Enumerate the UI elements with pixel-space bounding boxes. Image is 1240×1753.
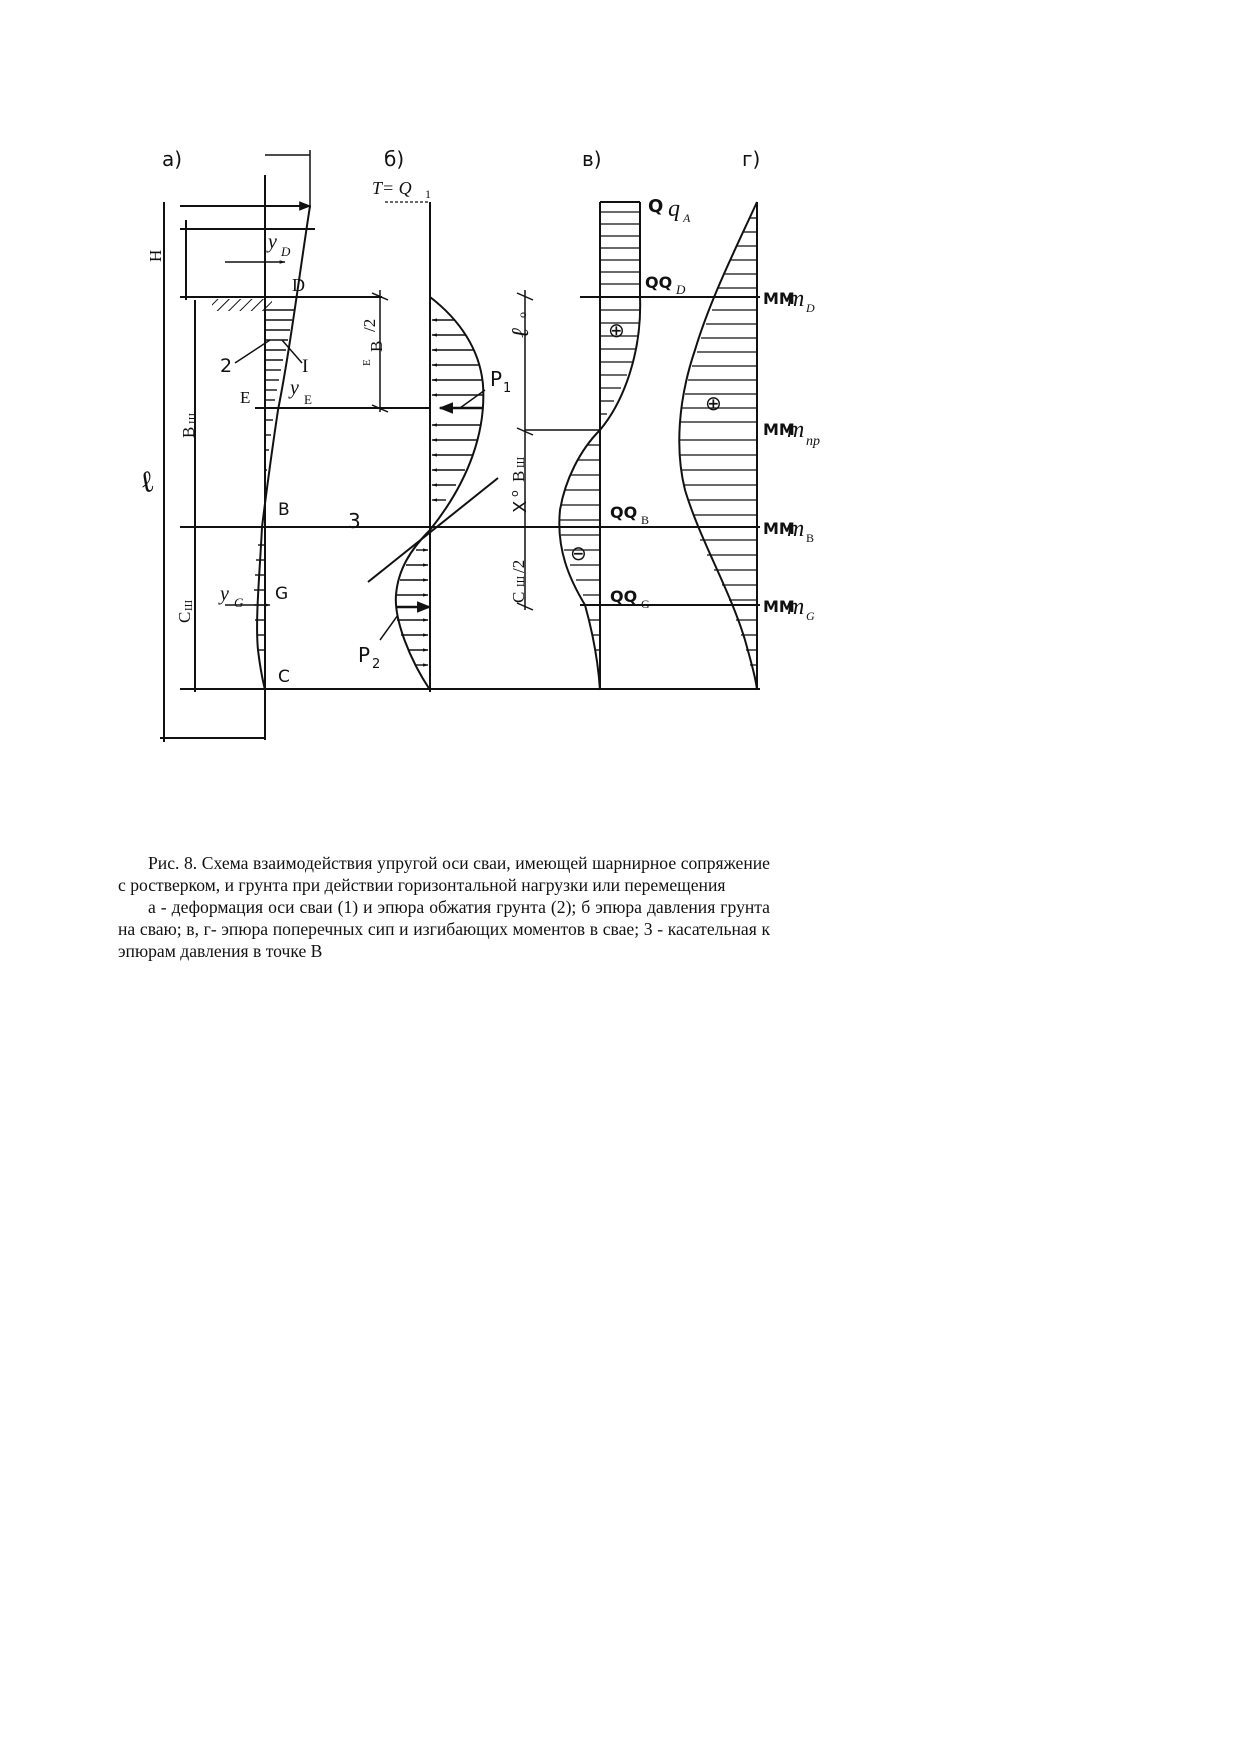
caption-title: Рис. 8. Схема взаимодействия упругой оси… (118, 853, 770, 895)
label-h: H (146, 250, 165, 262)
p1-leader (459, 389, 486, 409)
shear-minus-icon: ⊖ (570, 541, 587, 565)
p2-leader (379, 614, 399, 641)
label-be-sub: E (361, 359, 373, 366)
shear-curve (558, 296, 642, 691)
label-p2-sub: 2 (372, 657, 380, 672)
moment-hatch (679, 217, 757, 666)
figure-caption: Рис. 8. Схема взаимодействия упругой оси… (118, 852, 770, 962)
panel-g-labels: г) ⊕ MM m D MM m пр MM m B MM m G (705, 150, 820, 623)
label-l0-sub: o (515, 312, 529, 318)
label-point-e: E (240, 388, 250, 407)
label-mmg: MM (763, 597, 795, 616)
panel-v-labels: в) Q q A QQ D ⊕ ⊖ QQ B QQ G (570, 150, 691, 611)
pressure-arrows-lower (397, 548, 429, 667)
moment-plus-icon: ⊕ (705, 391, 722, 415)
label-qqb: QQ (610, 503, 637, 522)
label-qqd: QQ (645, 273, 672, 292)
label-mmnp-sub: пр (806, 434, 820, 449)
label-l: ℓ (140, 465, 159, 500)
panel-label-b: б) (384, 150, 404, 171)
leader-2 (234, 339, 271, 364)
label-c-sh-sub: Ш (183, 600, 195, 611)
label-3: 3 (348, 509, 361, 533)
label-point-d: D (292, 275, 305, 295)
label-point-g: G (275, 584, 288, 604)
label-mmnp: MM (763, 420, 795, 439)
panel-label-v: в) (582, 150, 602, 171)
label-mmd-m: m (787, 286, 804, 312)
shear-hatch (560, 211, 640, 651)
label-t-eq-q: T= Q (372, 178, 412, 198)
label-y-e: y (288, 377, 299, 399)
ground-hatch (212, 299, 272, 311)
label-q-sub: 1 (425, 187, 431, 201)
label-b-sh-sub: Ш (187, 413, 199, 424)
label-c-sh: C (175, 612, 194, 623)
label-x0-b: B (509, 471, 528, 482)
label-y-e-sub: E (304, 392, 312, 407)
label-b-sh: B (179, 427, 198, 438)
tangent-line-3 (367, 477, 499, 583)
pile-interaction-figure: а) Δг y D D 2 I y E E B y G G C H ℓ B Ш … (140, 150, 940, 850)
panel-a (160, 150, 760, 742)
label-mmd-sub: D (805, 301, 815, 315)
label-mmg-sub: G (806, 609, 815, 623)
label-qqg: QQ (610, 587, 637, 606)
label-x0-sub: o (508, 490, 521, 497)
label-qqb-sub: B (641, 513, 649, 527)
leader-1 (281, 339, 303, 364)
label-point-b: B (278, 500, 290, 520)
label-mmd: MM (763, 289, 795, 308)
label-delta-g: Δг (271, 150, 293, 155)
panel-v (558, 201, 760, 691)
panel-b (367, 201, 600, 692)
label-point-c: C (278, 667, 290, 687)
label-y-g: y (218, 583, 229, 605)
label-qqa: Q (648, 196, 663, 217)
label-1: I (302, 356, 308, 377)
label-qqa-q: q (668, 196, 680, 222)
label-mmb: MM (763, 519, 795, 538)
label-x0: X (510, 501, 531, 513)
label-mmnp-m: m (787, 417, 804, 443)
panel-label-g: г) (742, 150, 760, 171)
label-mmg-m: m (787, 594, 804, 620)
label-p2: P (358, 643, 370, 667)
figure-drawing: а) Δг y D D 2 I y E E B y G G C H ℓ B Ш … (140, 150, 820, 742)
label-p1: P (490, 367, 502, 391)
label-qqd-sub: D (675, 282, 686, 297)
label-x0-b-sub: Ш (515, 457, 527, 468)
moment-curve (678, 201, 758, 691)
label-mmb-sub: B (806, 531, 814, 545)
label-y-d-sub: D (280, 244, 291, 259)
panel-label-a: а) (162, 150, 182, 171)
soil-compression-hatch (254, 309, 295, 651)
label-mmb-m: m (787, 516, 804, 542)
pressure-diagram-curve (394, 296, 485, 691)
label-l0: ℓ (508, 328, 534, 338)
label-qqa-sub: A (682, 211, 691, 225)
panel-a-labels: а) Δг y D D 2 I y E E B y G G C H ℓ B Ш … (140, 150, 361, 687)
label-2: 2 (220, 355, 232, 377)
shear-plus-icon: ⊕ (608, 318, 625, 342)
deformed-axis-1 (256, 205, 311, 691)
label-p1-sub: 1 (503, 381, 511, 396)
pressure-arrows-upper (431, 318, 483, 502)
label-c-half-tail: /2 (509, 560, 528, 573)
label-qqg-sub: G (641, 597, 650, 611)
label-c-half: C (509, 592, 528, 603)
caption-legend: а - деформация оси сваи (1) и эпюра обжа… (118, 897, 770, 961)
panel-g (678, 201, 758, 691)
label-be-half: B (367, 341, 386, 352)
panel-b-labels: б) T= Q 1 B E /2 P 1 P 2 ℓ o X o B Ш C Ш… (358, 150, 534, 672)
label-y-d: y (266, 231, 277, 253)
label-c-half-sub: Ш (515, 576, 527, 587)
label-be-half-tail: /2 (360, 319, 379, 332)
label-y-g-sub: G (234, 595, 244, 610)
